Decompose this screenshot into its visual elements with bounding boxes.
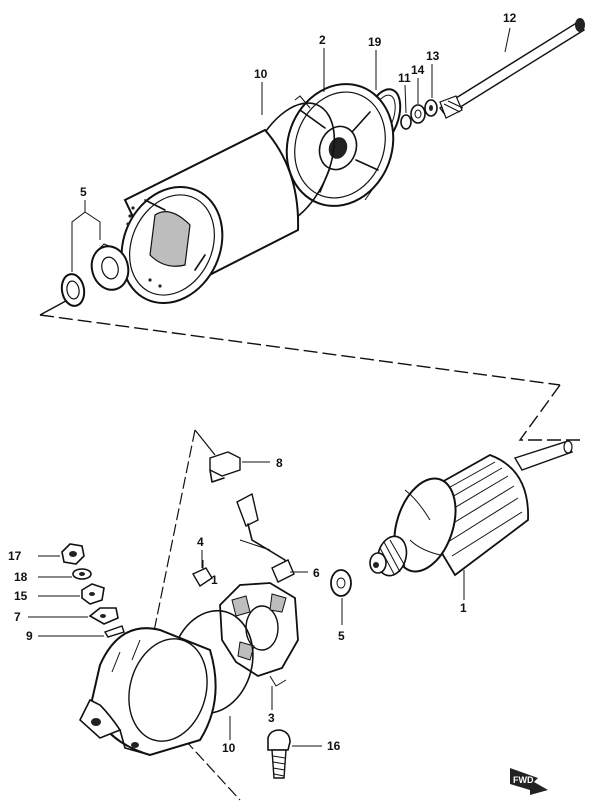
callout-6: 6 bbox=[313, 566, 320, 580]
callout-5-upper: 5 bbox=[80, 185, 87, 199]
small-parts-column bbox=[61, 543, 125, 638]
callout-8: 8 bbox=[276, 456, 283, 470]
callout-10-upper: 10 bbox=[254, 67, 268, 81]
armature bbox=[369, 440, 574, 577]
callout-16: 16 bbox=[327, 739, 341, 753]
callout-9: 9 bbox=[26, 629, 33, 643]
callout-17: 17 bbox=[8, 549, 22, 563]
callout-leaders bbox=[28, 27, 511, 747]
callout-5-lower: 5 bbox=[338, 629, 345, 643]
callout-14: 14 bbox=[411, 63, 425, 77]
brush-terminal bbox=[236, 492, 295, 583]
small-screw bbox=[192, 560, 213, 587]
callout-10-lower: 10 bbox=[222, 741, 236, 755]
callout-1: 1 bbox=[460, 601, 467, 615]
washer-stack bbox=[400, 99, 438, 130]
forward-arrow-icon: FWD bbox=[510, 768, 548, 795]
upper-washers bbox=[60, 243, 130, 307]
callout-12: 12 bbox=[503, 11, 517, 25]
callout-15: 15 bbox=[14, 589, 28, 603]
fwd-label: FWD bbox=[513, 775, 534, 785]
callout-1-small: 1 bbox=[211, 573, 218, 587]
callout-labels: 12 2 19 10 14 13 11 5 8 17 18 15 7 9 4 1… bbox=[8, 11, 517, 755]
end-cover bbox=[79, 627, 217, 757]
motor-yoke bbox=[120, 128, 300, 305]
callout-2: 2 bbox=[319, 33, 326, 47]
callout-13: 13 bbox=[426, 49, 440, 63]
callout-4: 4 bbox=[197, 535, 204, 549]
brush-plate bbox=[219, 582, 299, 687]
brush bbox=[209, 451, 241, 483]
callout-7: 7 bbox=[14, 610, 21, 624]
callout-11: 11 bbox=[398, 71, 411, 85]
bolt bbox=[267, 729, 291, 779]
callout-18: 18 bbox=[14, 570, 28, 584]
callout-3: 3 bbox=[268, 711, 275, 725]
callout-19: 19 bbox=[368, 35, 382, 49]
through-bolt bbox=[438, 18, 586, 119]
lower-washer bbox=[330, 569, 352, 597]
